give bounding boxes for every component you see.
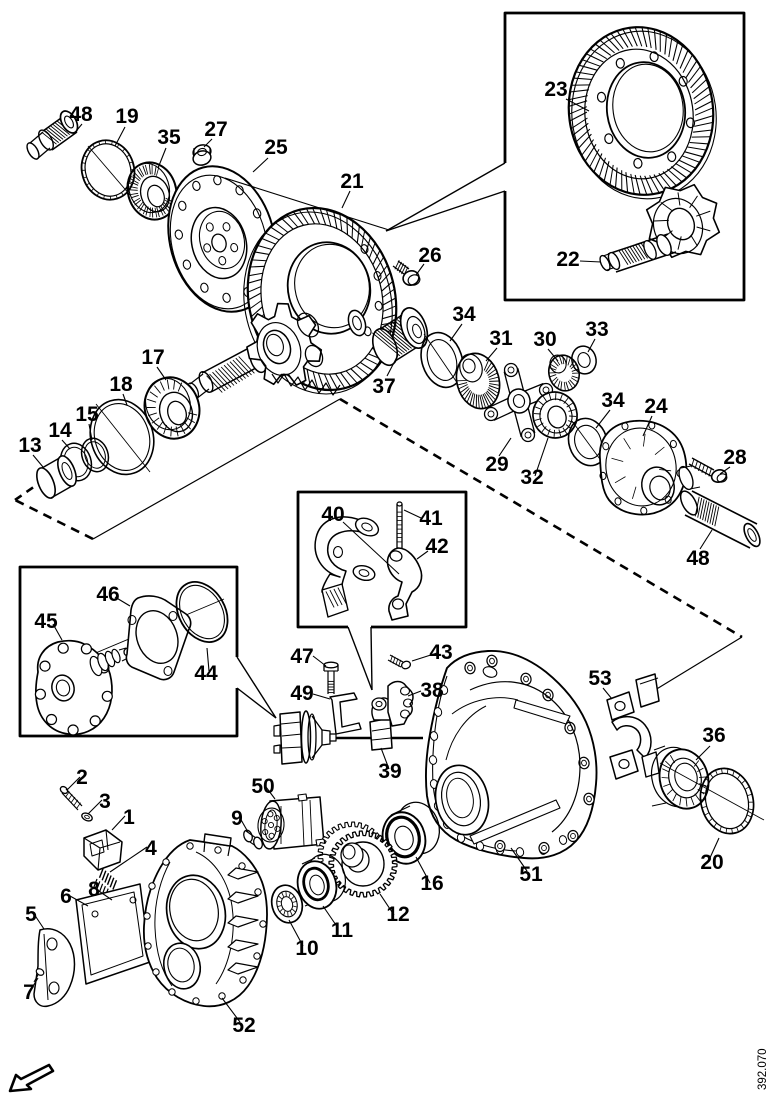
svg-text:45: 45	[34, 610, 58, 633]
svg-text:16: 16	[420, 872, 443, 895]
svg-text:26: 26	[418, 244, 441, 267]
svg-text:48: 48	[686, 547, 710, 570]
svg-text:19: 19	[115, 105, 138, 128]
svg-text:43: 43	[429, 641, 452, 664]
svg-text:8: 8	[88, 878, 100, 901]
svg-text:34: 34	[452, 303, 476, 326]
svg-text:24: 24	[644, 395, 668, 418]
svg-text:9: 9	[231, 807, 243, 830]
svg-text:36: 36	[702, 724, 725, 747]
svg-text:51: 51	[519, 863, 543, 886]
svg-text:21: 21	[340, 170, 364, 193]
svg-text:12: 12	[386, 903, 409, 926]
svg-text:2: 2	[76, 766, 88, 789]
svg-text:29: 29	[485, 453, 508, 476]
svg-text:47: 47	[290, 645, 313, 668]
svg-text:38: 38	[420, 679, 444, 702]
svg-text:5: 5	[25, 903, 37, 926]
svg-text:30: 30	[533, 328, 556, 351]
svg-text:42: 42	[425, 535, 448, 558]
svg-text:52: 52	[232, 1014, 255, 1037]
svg-text:40: 40	[321, 503, 344, 526]
svg-text:35: 35	[157, 126, 181, 149]
svg-text:13: 13	[18, 434, 41, 457]
svg-text:28: 28	[723, 446, 747, 469]
svg-text:7: 7	[23, 981, 35, 1004]
svg-text:15: 15	[75, 403, 99, 426]
svg-text:10: 10	[295, 937, 318, 960]
svg-text:46: 46	[96, 583, 119, 606]
svg-text:392.070: 392.070	[757, 1048, 769, 1090]
svg-text:37: 37	[372, 375, 395, 398]
svg-text:50: 50	[251, 775, 274, 798]
svg-text:34: 34	[601, 389, 625, 412]
svg-text:4: 4	[145, 837, 157, 860]
svg-text:6: 6	[60, 885, 72, 908]
svg-text:27: 27	[204, 118, 227, 141]
svg-text:49: 49	[290, 682, 313, 705]
svg-text:53: 53	[588, 667, 611, 690]
svg-text:32: 32	[520, 466, 543, 489]
svg-text:44: 44	[194, 662, 218, 685]
svg-text:11: 11	[331, 919, 354, 942]
svg-text:31: 31	[489, 327, 513, 350]
svg-text:33: 33	[585, 318, 608, 341]
svg-text:3: 3	[99, 790, 111, 813]
svg-text:25: 25	[264, 136, 288, 159]
svg-text:18: 18	[109, 373, 133, 396]
svg-text:41: 41	[419, 507, 443, 530]
svg-text:14: 14	[48, 419, 72, 442]
svg-text:1: 1	[123, 806, 135, 829]
svg-text:39: 39	[378, 760, 401, 783]
svg-text:48: 48	[69, 103, 93, 126]
svg-text:17: 17	[141, 346, 164, 369]
svg-text:23: 23	[544, 78, 567, 101]
svg-text:22: 22	[556, 248, 579, 271]
svg-text:20: 20	[700, 851, 723, 874]
